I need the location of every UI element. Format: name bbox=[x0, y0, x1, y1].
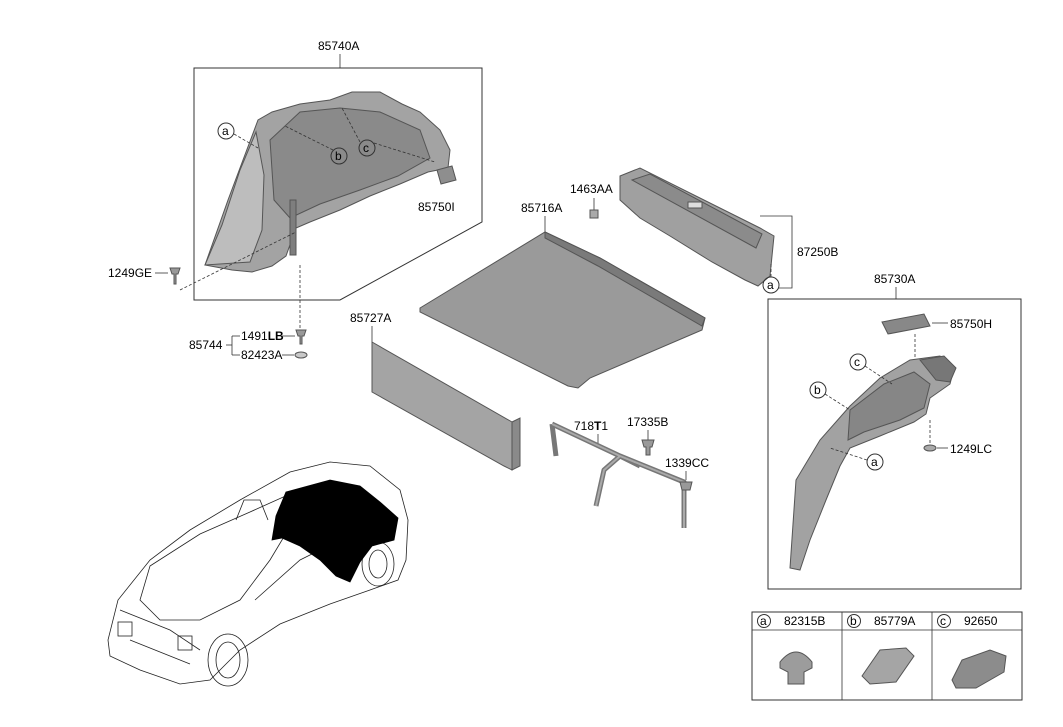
car-headlight-left bbox=[117, 621, 133, 637]
callout-c-right bbox=[849, 353, 867, 371]
legend-border bbox=[751, 611, 1023, 701]
washer-82423A bbox=[294, 351, 308, 359]
partition-board-group: 85727A bbox=[350, 311, 521, 471]
bolt-1491LB bbox=[295, 329, 307, 345]
transverse-trim-group: 1463AA 87250B a bbox=[570, 167, 838, 294]
vehicle-illustration bbox=[107, 461, 409, 687]
leader-87250B bbox=[760, 215, 793, 289]
group-box-85730A bbox=[767, 298, 1022, 590]
support-frame-group: 718T1 17335B 1339CC bbox=[549, 415, 709, 528]
callout-b-right-text: b bbox=[814, 383, 821, 397]
callout-a-left bbox=[217, 122, 235, 140]
callout-c-left-text: c bbox=[363, 141, 369, 155]
callout-a-right-text: a bbox=[871, 455, 878, 469]
luggage-floor-group: 85716A bbox=[419, 201, 706, 389]
label-85744: 85744 bbox=[189, 338, 223, 352]
car-seat bbox=[235, 499, 269, 521]
partition-board bbox=[371, 341, 513, 471]
transverse-sill-trim bbox=[619, 167, 775, 287]
callout-c-left bbox=[358, 139, 376, 157]
label-82423A: 82423A bbox=[241, 348, 282, 362]
legend-letter-b: b bbox=[850, 614, 857, 628]
clip-85750I bbox=[436, 165, 457, 185]
left-quarter-trim-group: 85740A 85750I a b c 1249GE 85744 bbox=[108, 39, 483, 362]
label-718T1: 718T1 bbox=[574, 419, 608, 433]
support-frame bbox=[549, 421, 687, 528]
sill-trim-slot bbox=[687, 201, 703, 209]
callout-b-right bbox=[809, 381, 827, 399]
group-box-85740A bbox=[193, 67, 483, 301]
callout-a-sill-text: a bbox=[767, 278, 774, 292]
legend-table: a 82315B b 85779A c 92650 bbox=[751, 611, 1023, 701]
nut-1339CC bbox=[679, 481, 693, 491]
left-trim-inner bbox=[269, 107, 431, 219]
legend-part-82315B: 82315B bbox=[784, 614, 825, 628]
label-87250B: 87250B bbox=[797, 245, 838, 259]
screw-1249LC bbox=[923, 444, 937, 452]
label-85716A: 85716A bbox=[521, 201, 562, 215]
car-front-wheel bbox=[207, 633, 249, 687]
legend-part-85779A: 85779A bbox=[874, 614, 915, 628]
pad-85779A-icon bbox=[861, 647, 915, 685]
car-front-lines bbox=[119, 609, 201, 665]
left-trim-front-edge bbox=[204, 130, 265, 266]
legend-cell-b: b 85779A bbox=[847, 614, 915, 685]
legend-letter-c: c bbox=[940, 614, 946, 628]
legend-part-92650: 92650 bbox=[964, 614, 998, 628]
label-85740A: 85740A bbox=[318, 39, 359, 53]
partition-board-edge bbox=[511, 417, 521, 471]
callout-a-left-text: a bbox=[222, 124, 229, 138]
label-1249LC: 1249LC bbox=[950, 442, 992, 456]
support-frame-highlight bbox=[551, 423, 685, 528]
label-1339CC: 1339CC bbox=[665, 456, 709, 470]
label-85750H: 85750H bbox=[950, 317, 992, 331]
label-1249GE: 1249GE bbox=[108, 266, 152, 280]
screw-1249GE bbox=[169, 267, 181, 285]
car-body-outline bbox=[107, 461, 409, 685]
callout-b-left-text: b bbox=[335, 149, 342, 163]
label-85727A: 85727A bbox=[350, 311, 391, 325]
car-highlighted-cargo-area bbox=[271, 479, 399, 583]
label-1491LB: 1491LB bbox=[241, 329, 284, 343]
car-windshield bbox=[139, 493, 301, 621]
left-trim-post bbox=[289, 199, 297, 256]
right-trim-inner bbox=[847, 371, 931, 441]
label-85750I: 85750I bbox=[418, 200, 455, 214]
luggage-floor-board bbox=[419, 231, 706, 389]
right-quarter-trim-group: 85730A 85750H c b a 1249LC bbox=[767, 272, 1022, 590]
label-17335B: 17335B bbox=[627, 415, 668, 429]
sill-trim-top-face bbox=[630, 173, 763, 249]
cover-85750H bbox=[881, 313, 931, 335]
label-85730A: 85730A bbox=[874, 272, 915, 286]
clip-82315B-icon bbox=[779, 651, 813, 685]
callout-b-left bbox=[330, 147, 348, 165]
legend-letter-a: a bbox=[760, 614, 767, 628]
callout-c-right-text: c bbox=[854, 355, 860, 369]
lamp-92650-icon bbox=[951, 649, 1007, 689]
clip-1463AA bbox=[589, 209, 599, 219]
legend-cell-c: c 92650 bbox=[937, 614, 1007, 689]
right-trim-upper bbox=[919, 355, 957, 383]
callout-a-right bbox=[866, 453, 884, 471]
legend-cell-a: a 82315B bbox=[757, 614, 825, 685]
floor-board-rear-edge bbox=[544, 231, 706, 327]
label-1463AA: 1463AA bbox=[570, 182, 613, 196]
car-headlight-right bbox=[177, 635, 193, 651]
bolt-17335B bbox=[641, 439, 655, 456]
